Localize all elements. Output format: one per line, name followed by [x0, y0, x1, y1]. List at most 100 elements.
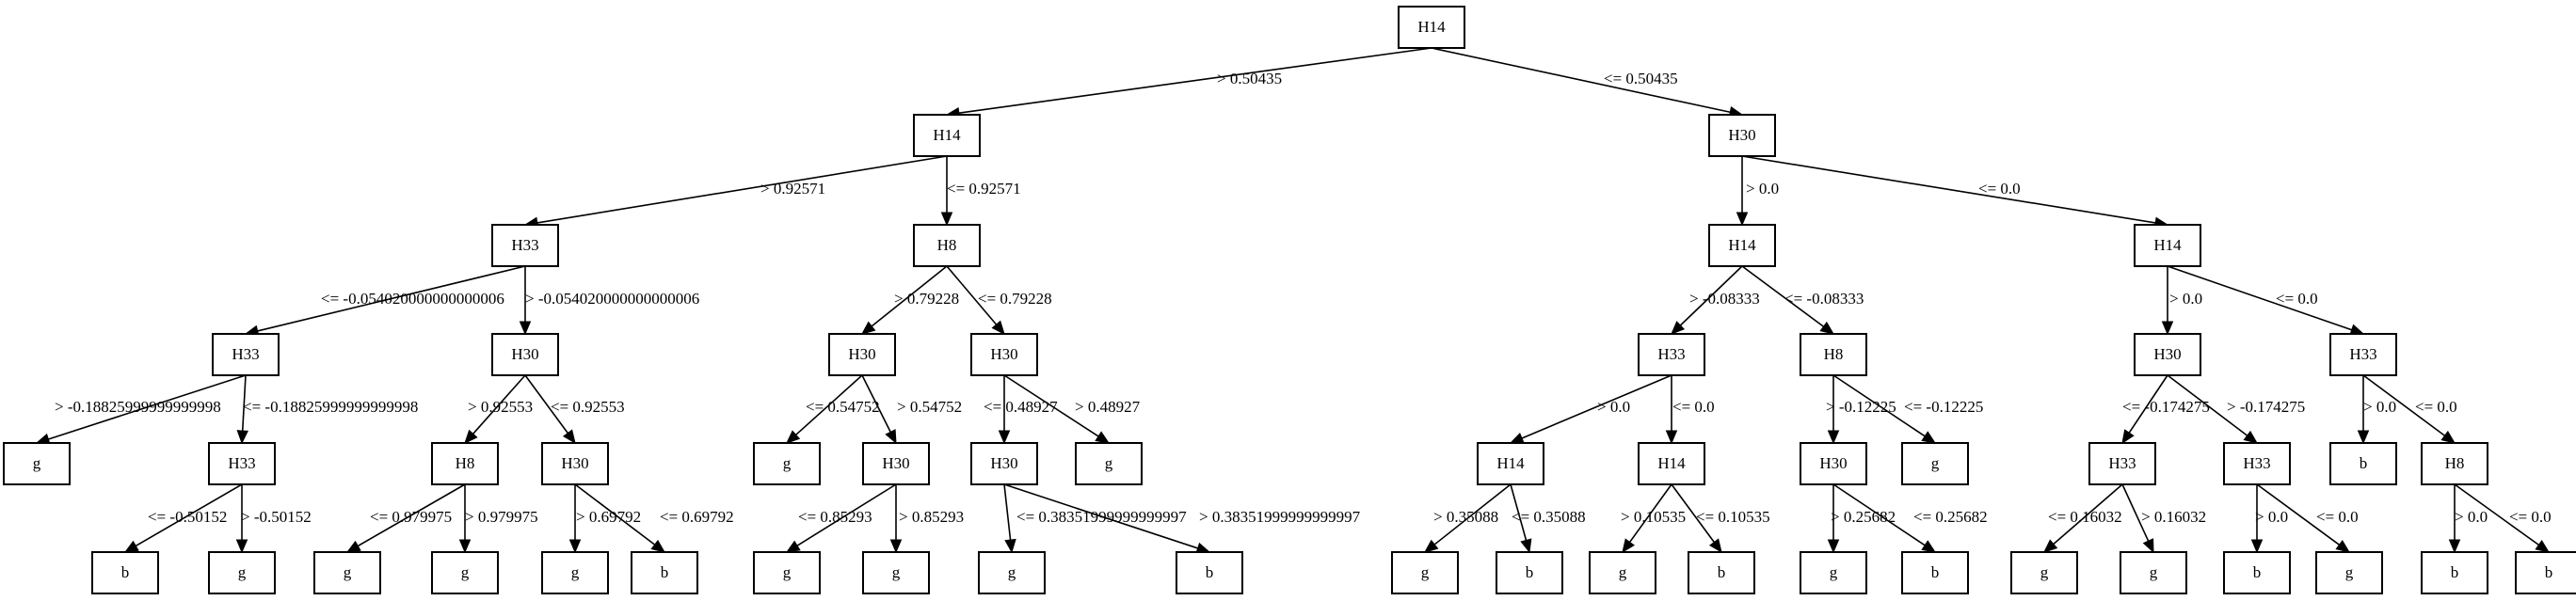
- edge-line: [1832, 374, 1926, 437]
- split-feature-label: H8: [937, 236, 957, 254]
- arrowhead: [519, 321, 532, 336]
- edge-condition-label: > 0.92571: [760, 180, 825, 198]
- split-feature-label: H30: [2153, 345, 2181, 363]
- leaf-node: g: [1800, 551, 1867, 594]
- leaf-class-label: g: [238, 563, 247, 581]
- arrowhead: [236, 430, 248, 445]
- leaf-class-label: b: [121, 563, 130, 581]
- node-box: [1708, 114, 1776, 157]
- node-box: [862, 551, 930, 594]
- split-feature-label: H33: [228, 454, 255, 472]
- edge-line: [1741, 155, 2156, 224]
- node-box: [208, 442, 276, 485]
- tree-edge: > 0.0: [2161, 266, 2202, 336]
- arrowhead: [2161, 321, 2174, 336]
- edge-line: [1832, 483, 1926, 546]
- leaf-class-label: b: [2360, 454, 2368, 472]
- tree-edge: <= -0.12225: [1832, 374, 1983, 444]
- edge-condition-label: <= -0.18825999999999998: [243, 398, 418, 416]
- leaf-node: g: [1901, 442, 1969, 485]
- edge-line: [574, 483, 656, 546]
- arrowhead: [1509, 432, 1525, 444]
- tree-edge: > -0.054020000000000006: [519, 266, 699, 336]
- leaf-class-label: g: [1105, 454, 1113, 472]
- edge-line: [946, 265, 998, 325]
- arrowhead: [2121, 429, 2135, 445]
- edge-condition-label: > 0.50435: [1217, 70, 1282, 87]
- node-box: [1176, 551, 1243, 594]
- split-node: H33: [2088, 442, 2156, 485]
- arrowhead: [562, 429, 576, 445]
- edge-condition-label: <= 0.48927: [984, 398, 1058, 416]
- edge-line: [472, 374, 526, 435]
- split-node: H30: [541, 442, 609, 485]
- tree-edge: > 0.16032: [2121, 483, 2206, 554]
- leaf-class-label: g: [461, 563, 470, 581]
- tree-edge: <= 0.48927: [984, 375, 1058, 445]
- node-box: [2515, 551, 2576, 594]
- split-node: H30: [2134, 333, 2201, 376]
- tree-edge: > -0.174275: [2167, 374, 2305, 444]
- split-feature-label: H14: [2153, 236, 2182, 254]
- tree-edge: > -0.12225: [1826, 375, 1896, 445]
- arrowhead: [1095, 431, 1111, 444]
- edge-line: [1521, 374, 1672, 439]
- edge-condition-label: > 0.979975: [465, 508, 538, 526]
- node-box: [2134, 224, 2201, 267]
- edge-line: [861, 374, 891, 433]
- split-feature-label: H30: [561, 454, 588, 472]
- tree-edge: <= -0.18825999999999998: [236, 374, 418, 445]
- leaf-node: b: [631, 551, 698, 594]
- node-box: [1800, 442, 1867, 485]
- split-node: H33: [491, 224, 559, 267]
- edge-line: [135, 483, 243, 547]
- split-feature-label: H30: [1728, 126, 1755, 144]
- edge-line: [1433, 483, 1512, 546]
- leaf-class-label: g: [2150, 563, 2158, 581]
- split-node: H14: [1708, 224, 1776, 267]
- arrowhead: [1708, 538, 1722, 554]
- split-node: H14: [1638, 442, 1705, 485]
- edge-line: [1431, 47, 1731, 114]
- arrowhead: [998, 430, 1011, 445]
- tree-edge: <= 0.85293: [785, 483, 897, 553]
- arrowhead: [568, 539, 582, 554]
- tree-edge: > 0.25682: [1827, 484, 1896, 554]
- node-box: [3, 442, 71, 485]
- edge-line: [1003, 483, 1198, 549]
- node-box: [913, 224, 981, 267]
- split-feature-label: H14: [1657, 454, 1686, 472]
- node-box: [1398, 6, 1465, 49]
- node-box: [1638, 442, 1705, 485]
- tree-edge: > 0.69792: [568, 484, 641, 554]
- node-box: [1708, 224, 1776, 267]
- leaf-node: g: [753, 551, 821, 594]
- arrowhead: [235, 539, 248, 554]
- node-box: [431, 551, 499, 594]
- leaf-node: g: [541, 551, 609, 594]
- split-node: H30: [970, 333, 1038, 376]
- tree-edge: <= -0.50152: [123, 483, 243, 553]
- arrowhead: [889, 539, 903, 554]
- edge-condition-label: > -0.054020000000000006: [525, 290, 699, 308]
- node-box: [1638, 333, 1705, 376]
- leaf-class-label: g: [1830, 563, 1838, 581]
- arrowhead: [785, 540, 801, 553]
- tree-edge: > 0.35088: [1423, 483, 1512, 553]
- tree-edge: > -0.08333: [1671, 265, 1760, 335]
- tree-edge: <= 0.92553: [524, 374, 625, 445]
- tree-edge: > 0.10535: [1621, 483, 1686, 554]
- leaf-node: b: [91, 551, 159, 594]
- split-feature-label: H8: [2445, 454, 2465, 472]
- node-box: [2329, 333, 2397, 376]
- arrowhead: [2250, 539, 2264, 554]
- tree-edge: > 0.979975: [458, 484, 538, 554]
- split-node: H33: [2223, 442, 2291, 485]
- tree-edge: <= 0.16032: [2043, 483, 2123, 553]
- node-box: [2010, 551, 2078, 594]
- leaf-node: b: [2329, 442, 2397, 485]
- leaf-node: b: [2515, 551, 2576, 594]
- edge-line: [48, 374, 247, 440]
- split-node: H14: [2134, 224, 2201, 267]
- leaf-class-label: b: [2253, 563, 2262, 581]
